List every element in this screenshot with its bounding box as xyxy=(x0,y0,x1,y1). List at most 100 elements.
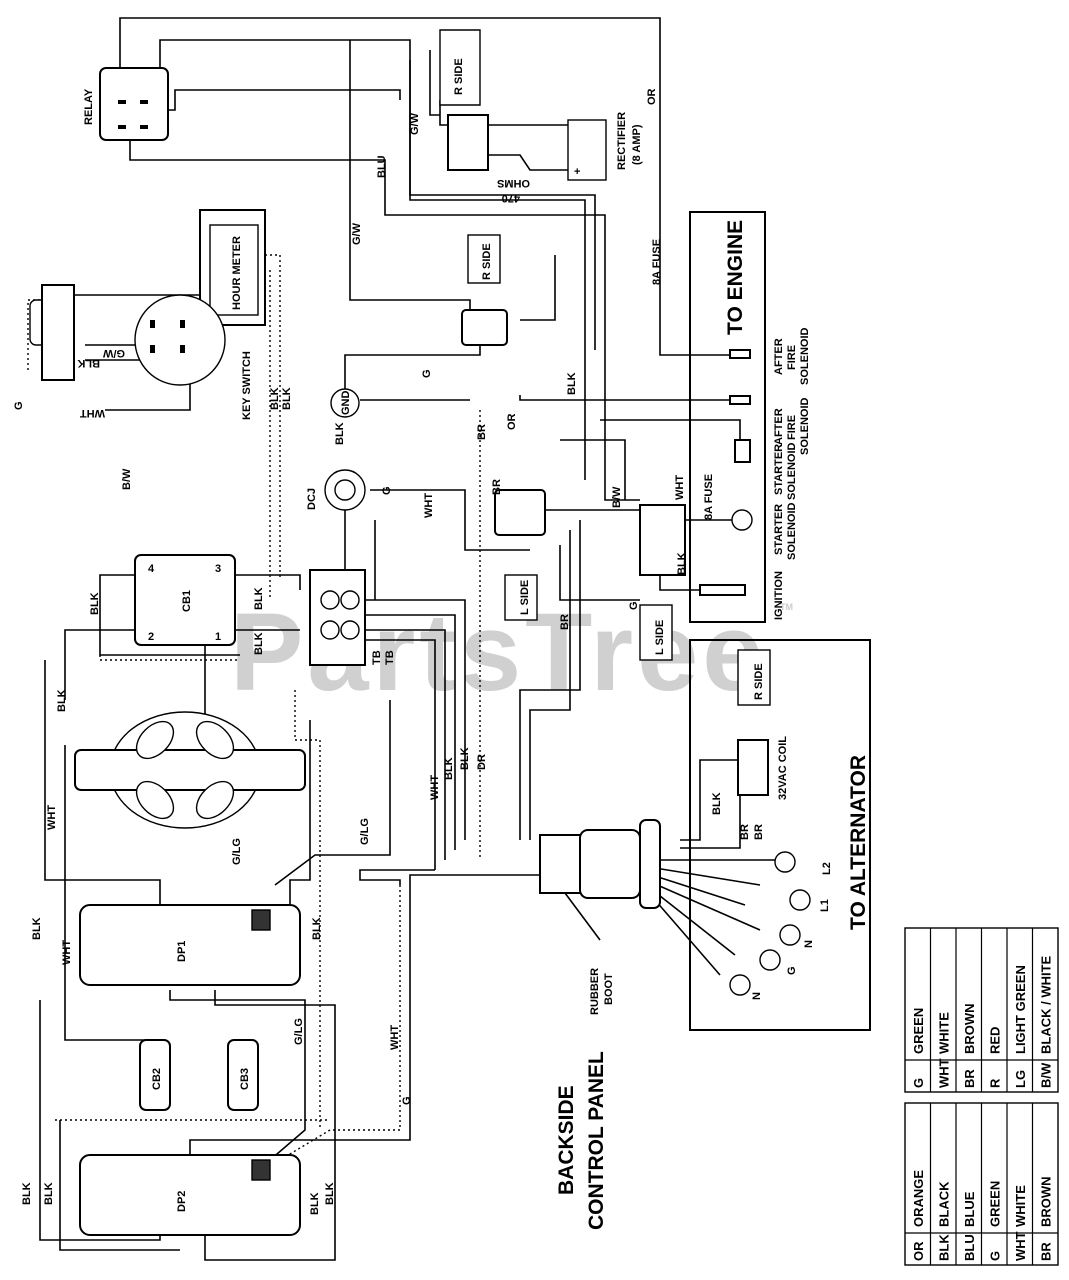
hour-meter-label: HOUR METER xyxy=(231,236,243,310)
rectifier-label: RECTIFIER xyxy=(616,112,628,170)
wl-br-2: BR xyxy=(491,479,503,495)
legend-1-name-5: BLACK / WHITE xyxy=(1038,955,1053,1054)
cb3-breaker: CB3 xyxy=(227,1039,259,1111)
color-legend-2: ORORANGEBLKBLACKBLUBLUEGGREENWHTWHITEBRB… xyxy=(904,1102,1059,1266)
wl-wht-5: WHT xyxy=(429,775,441,800)
legend-2-name-5: BROWN xyxy=(1038,1176,1053,1227)
legend-2-name-4: WHITE xyxy=(1013,1185,1028,1227)
tb-label-1: TB xyxy=(371,650,383,665)
wl-blk-5: BLK xyxy=(269,387,281,410)
rubber-boot-label-2: BOOT xyxy=(603,973,615,1005)
dp2-label: DP2 xyxy=(176,1191,188,1212)
gnd-label: GND xyxy=(340,391,352,416)
hour-meter: HOUR METER xyxy=(199,209,266,326)
engine-term-starter-sol-1: SOLENOID xyxy=(786,442,798,500)
wl-wht-7: WHT xyxy=(389,1025,401,1050)
wl-g-5: G xyxy=(401,1096,413,1105)
dp2-outlet: DP2 xyxy=(79,1154,301,1236)
tb-label-2: TB xyxy=(384,650,396,665)
engine-term-starter-2: STARTER xyxy=(773,504,785,555)
wl-br-3: BR xyxy=(559,614,571,630)
engine-term-solenoid-2: SOLENOID xyxy=(799,397,811,455)
fuse-label-1: 8A FUSE xyxy=(651,239,663,285)
l-side-label-2: L SIDE xyxy=(654,620,666,655)
wl-blk-4: BLK xyxy=(77,357,100,369)
connector-lower xyxy=(494,489,546,536)
key-switch-label: KEY SWITCH xyxy=(241,351,253,420)
engine-term-after-1: AFTER xyxy=(773,338,785,375)
vac-coil: 32VAC COIL xyxy=(737,736,789,800)
svg-text:+: + xyxy=(574,166,580,178)
key-switch: KEY SWITCH xyxy=(41,284,253,420)
legend-2-code-4: WHT xyxy=(1013,1231,1028,1261)
dcj-jack: DCJ xyxy=(306,469,366,511)
cb1-label: CB1 xyxy=(181,590,193,612)
legend-1-name-0: GREEN xyxy=(911,1008,926,1054)
wl-or-2: OR xyxy=(506,413,518,430)
wl-bw-1: B/W xyxy=(611,486,623,508)
wl-gw-1: G/W xyxy=(409,112,421,135)
wl-wht-2: WHT xyxy=(674,475,686,500)
wl-glg-1: G/LG xyxy=(359,818,371,845)
connector-upper xyxy=(461,309,508,346)
svg-text:1: 1 xyxy=(215,631,221,643)
wire-labels: OR G/W BLU G/W BLK G BLK G WHT BR OR BR … xyxy=(13,88,765,1215)
legend-1-code-2: BR xyxy=(962,1069,977,1088)
engine-term-fire-1: FIRE xyxy=(786,345,798,370)
wl-blk-7: BLK xyxy=(89,592,101,615)
terminal-block: TB TB xyxy=(309,569,396,666)
wl-br-5: BR xyxy=(753,824,765,840)
svg-text:3: 3 xyxy=(215,563,221,575)
legend-1-code-1: WHT xyxy=(936,1058,951,1088)
to-engine-title: TO ENGINE xyxy=(724,220,747,335)
wl-blk-15: BLK xyxy=(311,917,323,940)
legend-2-code-5: BR xyxy=(1038,1242,1053,1261)
cb3-label: CB3 xyxy=(239,1068,251,1090)
ohms-unit: OHMS xyxy=(497,177,530,189)
r-side-label-1: R SIDE xyxy=(453,58,465,95)
legend-2-name-1: BLACK xyxy=(936,1181,951,1227)
wl-blk-2: BLK xyxy=(334,422,346,445)
to-alternator-box: TO ALTERNATOR L2 L1 N G N xyxy=(689,639,871,1031)
wl-blk-1: BLK xyxy=(566,372,578,395)
engine-term-after-2: AFTER xyxy=(773,408,785,445)
wl-gw-2: G/W xyxy=(351,222,363,245)
gnd-terminal: GND xyxy=(330,388,360,418)
engine-term-starter-sol-2: SOLENOID xyxy=(786,502,798,560)
wl-dr: DR xyxy=(476,754,488,770)
wl-blk-16: BLK xyxy=(21,1182,33,1205)
legend-2-code-3: G xyxy=(987,1251,1002,1261)
fuse-label-2: 8A FUSE xyxy=(703,474,715,520)
wl-blk-18: BLK xyxy=(309,1192,321,1215)
legend-1-code-3: R xyxy=(987,1078,1002,1088)
legend-2-name-2: BLUE xyxy=(962,1191,977,1227)
legend-1-name-2: BROWN xyxy=(962,1003,977,1054)
ohms-value: 470 xyxy=(502,192,520,204)
engine-term-solenoid-1: SOLENOID xyxy=(799,327,811,385)
alt-lead-n2: N xyxy=(751,992,763,1000)
wl-blk-14: BLK xyxy=(31,917,43,940)
rubber-boot: RUBBER BOOT xyxy=(539,819,661,1015)
engine-connectors xyxy=(639,349,753,596)
main-receptacle xyxy=(74,711,306,829)
alt-lead-n1: N xyxy=(803,940,815,948)
wl-gw-3: G/W xyxy=(102,347,125,359)
engine-term-fire-2: FIRE xyxy=(786,415,798,440)
wires xyxy=(27,17,780,1261)
wl-glg-2: G/LG xyxy=(231,838,243,865)
alt-lead-l1: L1 xyxy=(819,899,831,912)
wl-blk-3: BLK xyxy=(676,552,688,575)
wl-wht-3: WHT xyxy=(80,407,105,419)
wl-blu: BLU xyxy=(376,155,388,178)
wl-br-4: BR xyxy=(739,824,751,840)
coil-label: 32VAC COIL xyxy=(777,736,789,800)
r-side-marker-top: R SIDE xyxy=(429,29,481,116)
legend-2-code-0: OR xyxy=(911,1241,926,1261)
panel-label-2: CONTROL PANEL xyxy=(585,1051,608,1230)
rectifier: + RECTIFIER (8 AMP) 470 OHMS xyxy=(447,112,643,204)
dp1-label: DP1 xyxy=(176,941,188,962)
wl-blk-8: BLK xyxy=(253,587,265,610)
